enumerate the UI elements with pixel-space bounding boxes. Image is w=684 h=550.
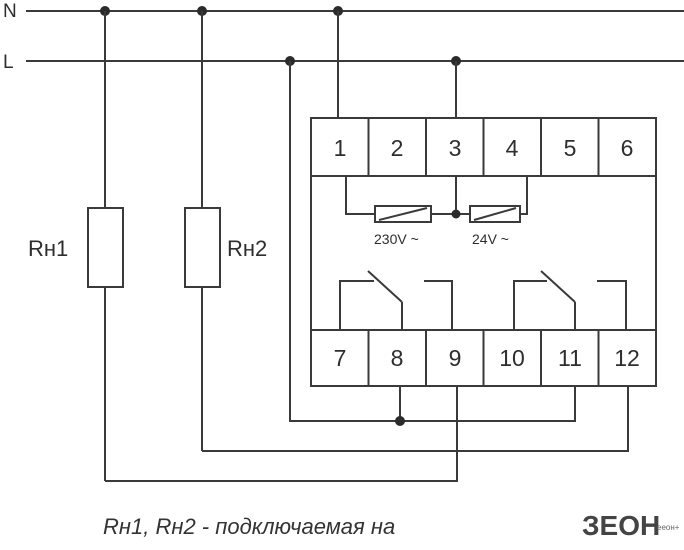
wire-t1-coil bbox=[345, 176, 375, 215]
load-resistor-rh2 bbox=[184, 207, 221, 288]
terminal-3: 3 bbox=[449, 135, 462, 161]
contact1-no-lead bbox=[424, 280, 453, 330]
terminal-7: 7 bbox=[334, 345, 347, 371]
terminal-9: 9 bbox=[449, 345, 462, 371]
load-label-rh1: Rн1 bbox=[28, 236, 68, 261]
terminal-1: 1 bbox=[334, 135, 347, 161]
coil-label-24v: 24V ~ bbox=[472, 231, 509, 247]
neutral-label: N bbox=[3, 1, 17, 22]
load-label-rh2: Rн2 bbox=[227, 236, 267, 261]
wire-coil-t4 bbox=[520, 176, 528, 215]
coil-label-230v: 230V ~ bbox=[374, 231, 419, 247]
caption: Rн1, Rн2 - подключаемая на bbox=[103, 514, 395, 539]
logo-small-text: ееон+ bbox=[657, 523, 680, 532]
contact2-blade bbox=[540, 270, 576, 303]
coil-junction bbox=[451, 209, 461, 219]
contact2-no-lead bbox=[597, 280, 627, 330]
terminal-5: 5 bbox=[564, 135, 577, 161]
terminal-12: 12 bbox=[614, 345, 640, 371]
contact1-nc-lead bbox=[339, 280, 374, 330]
terminal-10: 10 bbox=[499, 345, 525, 371]
load-resistor-rh1 bbox=[87, 207, 124, 288]
contact1-blade bbox=[367, 270, 403, 303]
junction-common-t8 bbox=[395, 416, 405, 426]
watermark-logo: ЗEOН ееон+ bbox=[582, 510, 680, 541]
terminal-4: 4 bbox=[506, 135, 519, 161]
contact2-nc-lead bbox=[513, 280, 547, 330]
wire-rh2-to-t12 bbox=[202, 386, 629, 452]
terminal-6: 6 bbox=[621, 135, 634, 161]
terminal-8: 8 bbox=[391, 345, 404, 371]
line-label: L bbox=[3, 52, 14, 73]
terminal-11: 11 bbox=[558, 345, 582, 371]
wire-rh1-to-t9 bbox=[105, 386, 458, 482]
logo-text: ЗEOН bbox=[582, 510, 660, 541]
wire-line-to-t11 bbox=[289, 61, 576, 422]
terminal-2: 2 bbox=[391, 135, 404, 161]
